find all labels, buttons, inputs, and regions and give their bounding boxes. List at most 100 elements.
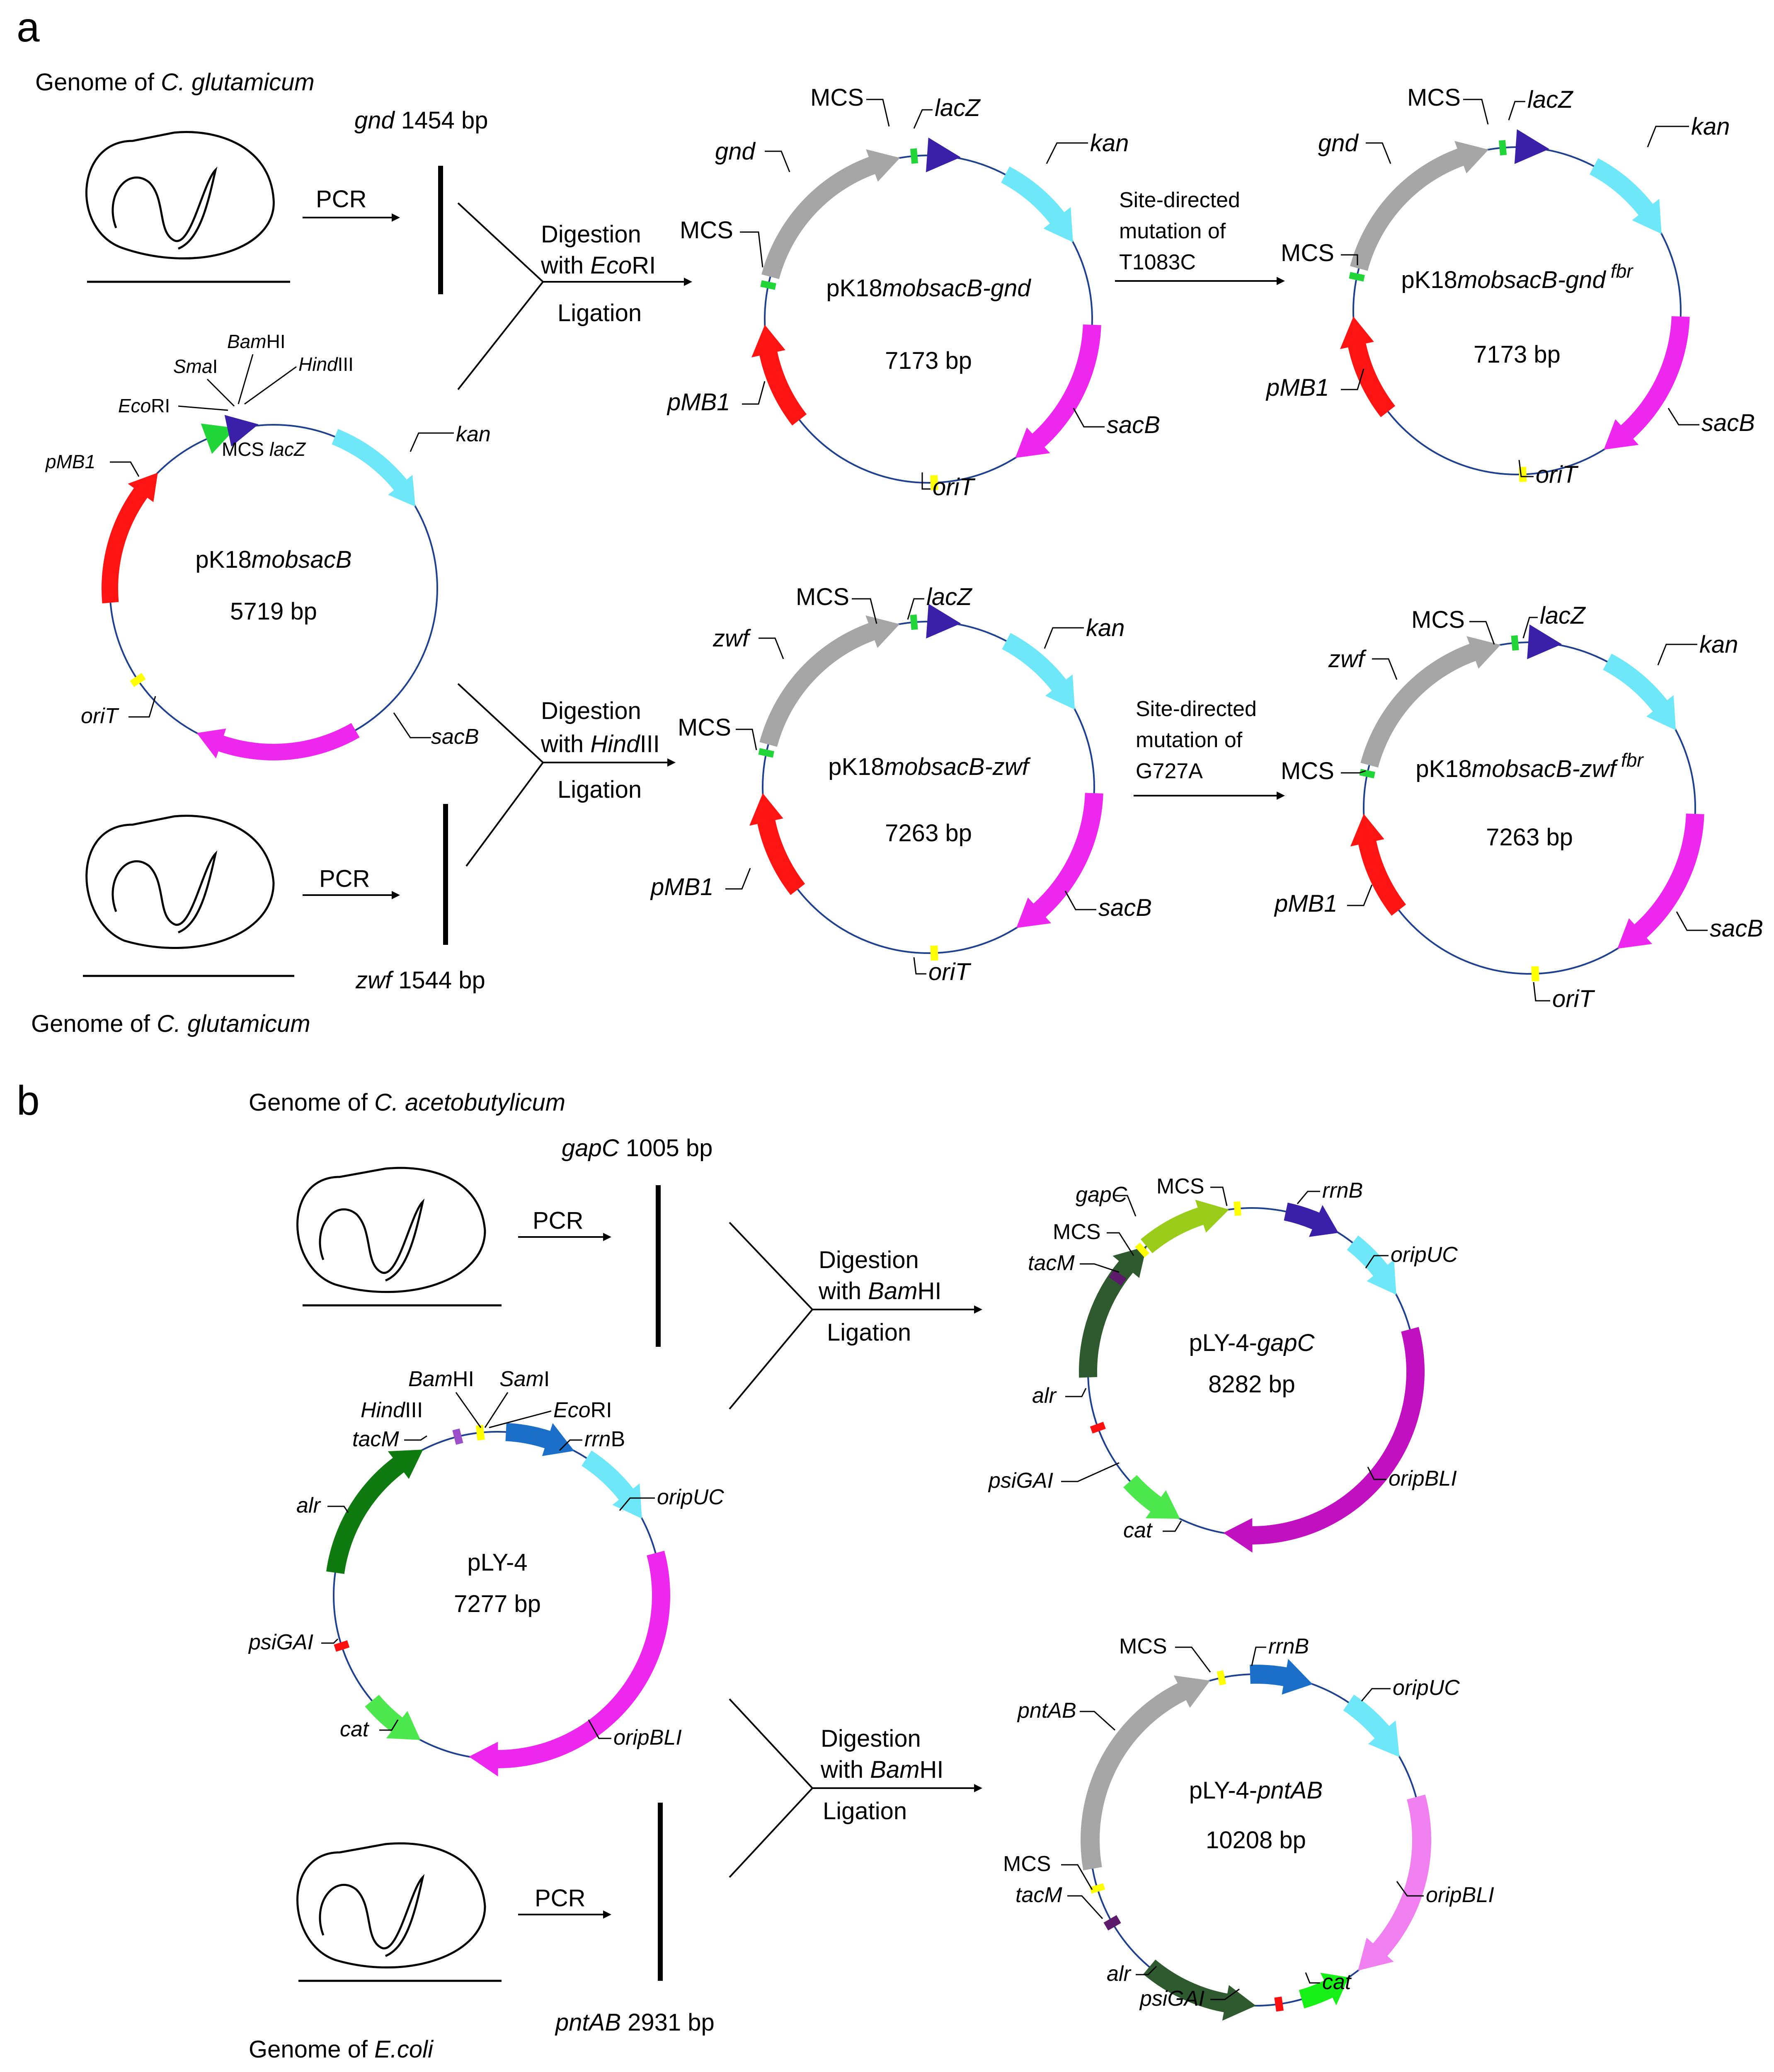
plasmid-size-ply4-pntab: 10208 bp <box>1206 1827 1306 1854</box>
mcs-label-top: MCS <box>1411 606 1465 633</box>
mcs-marker-left <box>1349 272 1365 282</box>
hindiii-label: HindIII <box>298 353 354 375</box>
mutation-gnd-line1: Site-directed <box>1119 188 1240 212</box>
enzyme-label-gnd: with EcoRI <box>540 252 656 279</box>
enzyme-label-zwf: with HindIII <box>540 731 660 758</box>
mcs-marker-top <box>1217 1670 1226 1686</box>
enzyme-label-pntab: with BamHI <box>820 1756 944 1783</box>
plasmid-size-ply4-gapc: 8282 bp <box>1208 1371 1295 1398</box>
leader-line <box>907 598 924 620</box>
leader-line <box>1044 627 1084 649</box>
gapc-label: gapC <box>1076 1183 1127 1207</box>
genome-icon-bottom <box>83 815 294 977</box>
leader-line <box>1073 408 1105 428</box>
plasmid-size-zwf: 7263 bp <box>885 820 972 847</box>
zwf-gene <box>759 615 900 747</box>
gnd-gene <box>761 149 900 279</box>
zwf-label: zwf <box>1328 646 1367 673</box>
tacm-marker <box>1103 1915 1121 1931</box>
pntab-fragment-label: pntAB 2931 bp <box>555 2009 715 2036</box>
lacz-gene <box>224 415 259 447</box>
plasmid-size-gnd: 7173 bp <box>885 347 972 374</box>
lacz-gene <box>1527 624 1562 659</box>
leader-line <box>1251 1646 1266 1666</box>
pcr-label-gnd: PCR <box>316 186 366 213</box>
mcs-label-left: MCS <box>678 714 731 741</box>
leader-line <box>1297 1191 1320 1204</box>
ligation-label-gnd: Ligation <box>557 300 642 327</box>
oripuc-gene <box>1343 1694 1400 1757</box>
mcs-marker-left <box>760 280 776 290</box>
leader-line <box>1061 1864 1093 1890</box>
sacb-gene <box>1016 793 1103 928</box>
digestion-label-gnd: Digestion <box>541 221 641 248</box>
leader-line <box>1080 1263 1120 1273</box>
ligation-label-gapc: Ligation <box>827 1319 911 1346</box>
plasmid-ply-4-gapc: MCSgapCMCStacMrrnBoripUCalrpsiGAIcatorip… <box>988 1174 1458 1553</box>
mcs-label-top: MCS <box>810 84 864 111</box>
panel-a: a Genome of C. glutamicum PCR gnd 1454 b… <box>17 4 1763 1037</box>
psigai-marker <box>1090 1421 1106 1434</box>
tacm-marker <box>1109 1270 1127 1286</box>
ligation-label-zwf: Ligation <box>557 776 642 803</box>
oripbli-label: oripBLI <box>1389 1467 1457 1491</box>
leader-line <box>619 1497 655 1511</box>
sacb-label: sacB <box>1701 409 1755 436</box>
psigai-label: psiGAI <box>988 1469 1053 1493</box>
cat-gene <box>1299 1973 1349 2009</box>
lacz-label: lacZ <box>1527 86 1574 113</box>
genome-label-bottom: Genome of C. glutamicum <box>31 1010 310 1037</box>
plasmid-name-pk18mobsacb: pK18mobsacB <box>195 546 351 573</box>
oripuc-label: oripUC <box>1393 1676 1460 1700</box>
leader-line <box>866 99 890 127</box>
leader-line <box>1210 1988 1240 2000</box>
alr-label: alr <box>1032 1384 1057 1408</box>
rrnb-gene <box>1250 1659 1313 1695</box>
genome-label-b-bottom: Genome of E.coli <box>249 2036 434 2063</box>
rrnb-gene <box>505 1423 574 1456</box>
plasmid-name-ply4-pntab: pLY-4-pntAB <box>1189 1777 1323 1804</box>
kan-label: kan <box>1090 130 1129 157</box>
oripbli-gene <box>1223 1327 1425 1553</box>
orit-label: oriT <box>1536 461 1578 488</box>
alr-gene <box>1143 1959 1256 2021</box>
leader-line <box>588 1719 611 1739</box>
leader-line <box>1667 408 1699 426</box>
mcs-label-left: MCS <box>1281 240 1334 266</box>
plasmid-size-pk18mobsacb: 5719 bp <box>230 598 317 625</box>
digestion-label-zwf: Digestion <box>541 697 641 724</box>
bamhi-label: BamHI <box>227 331 286 352</box>
psigai-marker <box>334 1640 350 1652</box>
leader-line <box>1210 1186 1228 1206</box>
pmb1-label: pMB1 <box>650 874 714 900</box>
oripbli-gene <box>469 1551 670 1777</box>
mcs-marker-top <box>1499 140 1507 156</box>
leader-line <box>913 957 926 975</box>
mutation-zwf-line1: Site-directed <box>1136 697 1257 721</box>
alr-label: alr <box>1107 1962 1132 1986</box>
leader-line <box>1163 1520 1182 1532</box>
alr-gene <box>1079 1246 1147 1378</box>
genome-icon-b-bottom <box>296 1842 502 1982</box>
leader-line <box>1518 460 1534 477</box>
kan-label: kan <box>1699 631 1738 658</box>
leader-line <box>238 354 254 404</box>
enzyme-label-gapc: with BamHI <box>818 1278 942 1305</box>
lacz-label: lacZ <box>1540 602 1586 629</box>
pmb1-gene <box>751 324 807 426</box>
sacb-label: sacB <box>431 725 479 749</box>
leader-line <box>1522 617 1538 639</box>
leader-line <box>1372 658 1398 680</box>
rrnb-label: rrnB <box>1268 1634 1309 1658</box>
leader-line <box>321 1638 339 1644</box>
kan-label: kan <box>1086 615 1125 641</box>
sacb-gene <box>1617 813 1704 949</box>
panel-b: b Genome of C. acetobutylicum PCR gapC 1… <box>17 1077 1494 2063</box>
leader-line <box>128 696 156 718</box>
leader-line <box>740 231 763 268</box>
leader-line <box>1366 142 1391 164</box>
sacb-label: sacB <box>1107 411 1160 438</box>
